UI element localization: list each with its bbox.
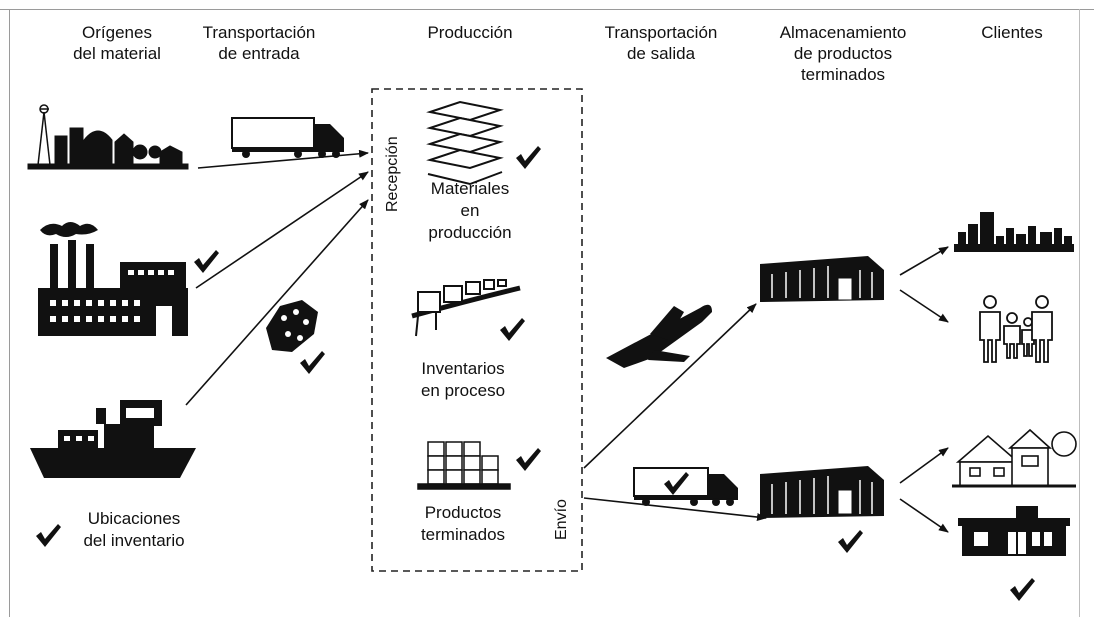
factory-icon bbox=[38, 222, 188, 336]
arrow-ship-to-production bbox=[185, 199, 369, 406]
production-box bbox=[371, 88, 583, 572]
conveyor-icon bbox=[411, 279, 521, 337]
check-icon-factory bbox=[194, 250, 219, 273]
check-icon-warehouse bbox=[838, 530, 863, 553]
header-outbound-transport: Transportación de salida bbox=[604, 23, 718, 63]
arrow-farm-to-production bbox=[197, 149, 369, 169]
header-finished-storage: Almacenamiento de productos terminados bbox=[779, 23, 907, 84]
raw-materials-label: Materiales en producción bbox=[428, 179, 512, 242]
header-inbound-transport: Transportación de entrada bbox=[202, 23, 316, 63]
header-production: Producción bbox=[427, 23, 513, 42]
wip-label: Inventarios en proceso bbox=[420, 359, 506, 400]
arrow-to-store bbox=[899, 498, 949, 533]
boxes-pallet-icon bbox=[417, 441, 511, 490]
header-customers: Clientes bbox=[981, 23, 1043, 42]
frame-top-border bbox=[0, 9, 1094, 10]
warehouse-icon-top bbox=[760, 256, 884, 302]
frame-left-border bbox=[9, 9, 10, 617]
arrow-to-warehouse-bottom bbox=[583, 497, 767, 521]
mine-cart-icon bbox=[266, 300, 318, 352]
arrow-factory-to-production bbox=[195, 171, 369, 289]
sacks-pallet-icon bbox=[426, 100, 504, 186]
flow-arrows bbox=[185, 149, 949, 533]
ship-icon bbox=[30, 400, 196, 478]
arrow-to-house bbox=[899, 447, 949, 484]
truck-icon bbox=[231, 117, 344, 158]
check-icon-legend bbox=[36, 524, 61, 547]
check-icon-mine bbox=[300, 351, 325, 374]
frame-right-border bbox=[1079, 9, 1080, 617]
farm-icon bbox=[27, 104, 189, 170]
arrow-to-city bbox=[899, 246, 949, 276]
city-icon bbox=[954, 212, 1074, 252]
legend-text: Ubicaciones del inventario bbox=[83, 509, 185, 550]
family-icon bbox=[979, 295, 1053, 363]
warehouse-icon-bottom bbox=[760, 466, 884, 518]
arrow-to-family bbox=[899, 289, 949, 323]
finished-goods-label: Productos terminados bbox=[420, 503, 506, 544]
house-icon bbox=[952, 428, 1077, 488]
check-icon-raw-materials bbox=[516, 146, 541, 169]
arrow-to-warehouse-top bbox=[583, 303, 757, 469]
store-icon bbox=[958, 506, 1070, 556]
check-icon-finished bbox=[516, 448, 541, 471]
check-icon-wip bbox=[500, 318, 525, 341]
header-origins: Orígenes del material bbox=[73, 23, 161, 63]
airplane-icon bbox=[606, 304, 712, 368]
check-icon-store bbox=[1010, 578, 1035, 601]
